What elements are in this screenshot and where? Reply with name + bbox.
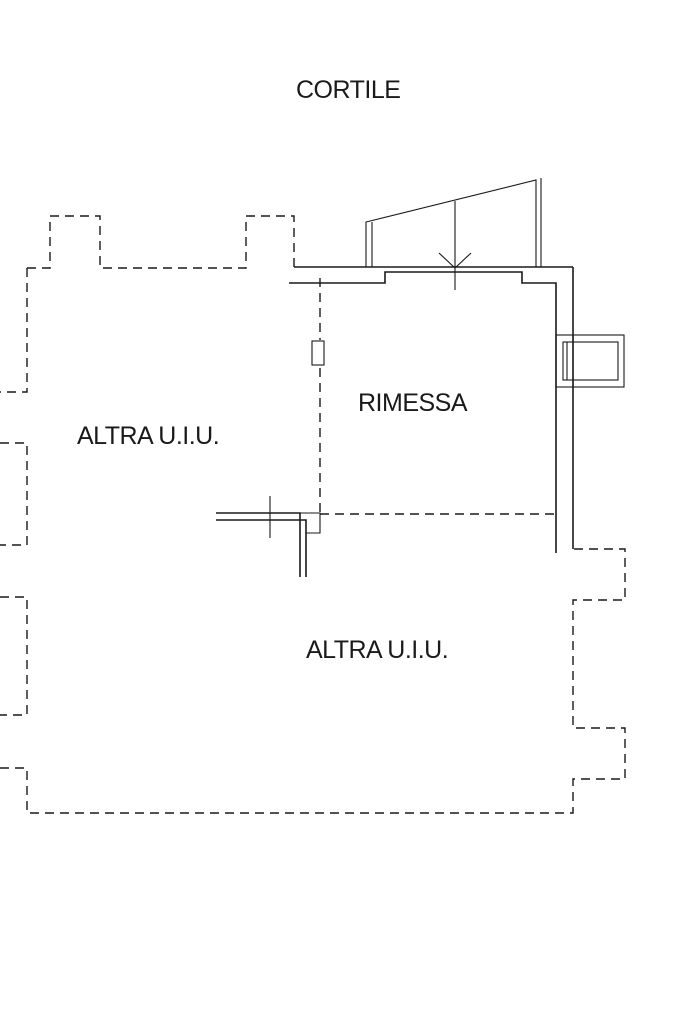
pillar-marker <box>311 340 325 366</box>
label-courtyard: CORTILE <box>296 76 400 104</box>
garage-walls <box>216 266 574 577</box>
internal-partition-lines <box>319 278 556 515</box>
label-other-unit-left: ALTRA U.I.U. <box>77 422 219 450</box>
neighbour-unit-boundary-left <box>0 215 626 814</box>
label-garage: RIMESSA <box>358 389 468 417</box>
garage-door-canopy <box>365 178 542 290</box>
window-right-wall <box>555 334 625 388</box>
label-other-unit-bottom: ALTRA U.I.U. <box>306 636 448 664</box>
